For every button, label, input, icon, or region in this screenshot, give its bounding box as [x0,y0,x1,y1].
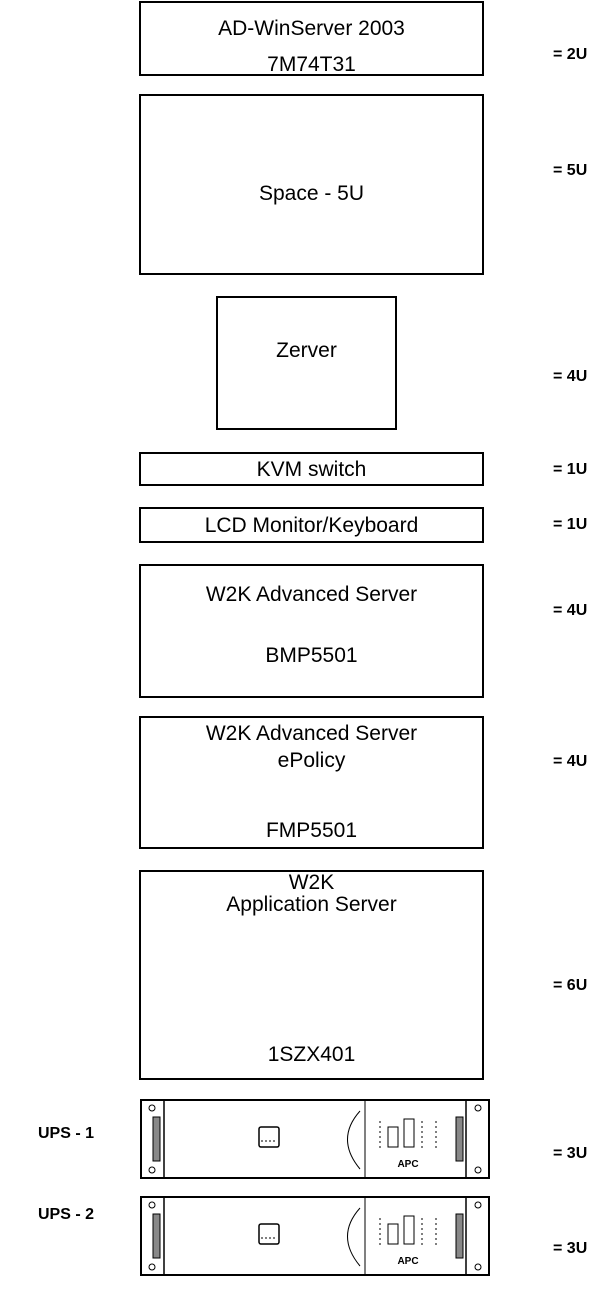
w2k-epolicy-tag: FMP5501 [265,819,358,842]
kvm-switch-label: KVM switch [256,458,367,481]
ups2-apc-logo: APC [397,1256,418,1267]
w2k-advanced-server-name: W2K Advanced Server [205,583,418,606]
lcd-monitor-units: = 1U [553,516,588,533]
w2k-advanced-server-tag: BMP5501 [265,644,358,667]
ups2-units: = 3U [553,1240,588,1257]
w2k-application-server-name: W2K [288,871,335,894]
zerver-box: Zerver [216,296,397,430]
space-label: Space - 5U [258,182,365,205]
ups2-label: UPS - 2 [38,1206,95,1223]
kvm-switch-units: = 1U [553,461,588,478]
w2k-application-server-box: W2K Application Server 1SZX401 [139,870,484,1080]
w2k-epolicy-units: = 4U [553,753,588,770]
ups1-apc-logo: APC [397,1159,418,1170]
lcd-monitor-label: LCD Monitor/Keyboard [204,514,419,537]
space-units: = 5U [553,162,588,179]
kvm-switch-box: KVM switch [139,452,484,486]
ups1-unit: APC [140,1099,490,1179]
w2k-advanced-server-box: W2K Advanced Server BMP5501 [139,564,484,698]
space-box: Space - 5U [139,94,484,275]
ad-winserver-tag: 7M74T31 [267,53,356,76]
w2k-application-server-tag: 1SZX401 [267,1043,356,1066]
lcd-monitor-box: LCD Monitor/Keyboard [139,507,484,543]
w2k-advanced-server-units: = 4U [553,602,588,619]
ad-winserver-units: = 2U [553,46,588,63]
w2k-epolicy-sub: ePolicy [277,749,346,772]
ad-winserver-name: AD-WinServer 2003 [218,17,405,40]
ups2-unit: APC [140,1196,490,1276]
ups1-label: UPS - 1 [38,1125,95,1142]
ad-winserver-box: AD-WinServer 2003 7M74T31 [139,1,484,76]
ups1-units: = 3U [553,1145,588,1162]
w2k-application-server-sub: Application Server [226,893,397,916]
zerver-units: = 4U [553,368,588,385]
w2k-epolicy-name: W2K Advanced Server [205,722,418,745]
w2k-epolicy-box: W2K Advanced Server ePolicy FMP5501 [139,716,484,849]
zerver-label: Zerver [276,339,337,362]
w2k-application-server-units: = 6U [553,977,588,994]
